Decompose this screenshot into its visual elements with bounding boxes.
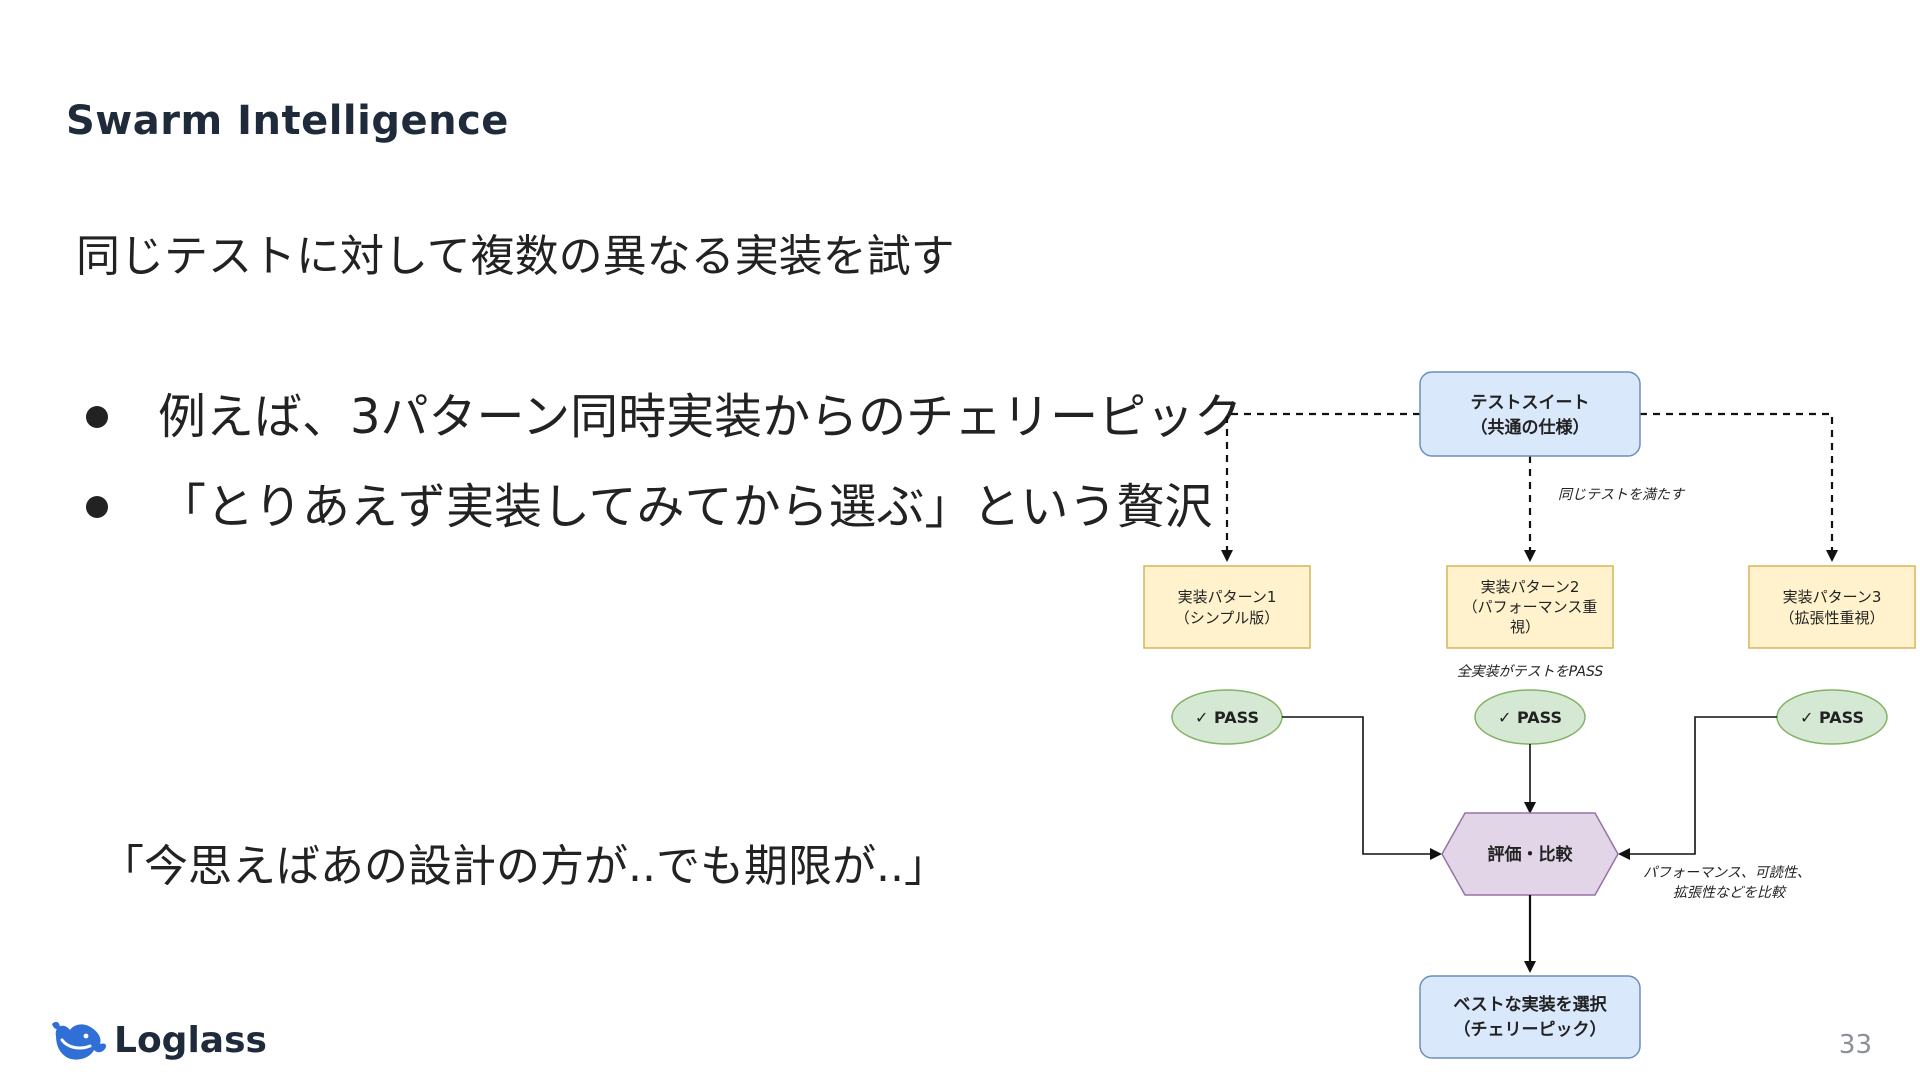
pass-badge-3: ✓ PASS (1776, 689, 1888, 745)
impl-box (1446, 565, 1614, 649)
bullet-item: 例えば、3パターン同時実装からのチェリーピック (84, 372, 1242, 462)
bullet-dot-icon (86, 406, 108, 428)
arrow-pass1-to-evaluate (1282, 716, 1442, 860)
test-suite-label-line2: （共通の仕様） (1471, 417, 1590, 438)
logo-text: Loglass (114, 1019, 267, 1061)
evaluate-hexagon (1441, 812, 1619, 896)
note-compare-line2: 拡張性などを比較 (1673, 885, 1787, 901)
evaluate-label: 評価・比較 (1488, 844, 1574, 865)
loglass-logo: Loglass (50, 1016, 267, 1064)
pass-badge-1: ✓ PASS (1171, 689, 1283, 745)
impl-label-line2: （パフォーマンス重 (1463, 598, 1598, 616)
whale-logo-icon (52, 1021, 107, 1060)
slide-subtitle: 同じテストに対して複数の異なる実装を試す (76, 231, 955, 282)
slide-title: Swarm Intelligence (66, 98, 509, 144)
dashed-arrow-to-impl3 (1640, 412, 1838, 562)
note-same-tests: 同じテストを満たす (1558, 487, 1686, 503)
impl-label-line1: 実装パターン2 (1481, 578, 1580, 596)
note-compare-line1: パフォーマンス、可読性、 (1643, 865, 1811, 881)
impl-node-2: 実装パターン2 （パフォーマンス重 視） (1446, 565, 1614, 649)
note-all-pass: 全実装がテストをPASS (1457, 664, 1604, 680)
pass-badge-2: ✓ PASS (1474, 689, 1586, 745)
bullet-item: 「とりあえず実装してみてから選ぶ」という贅沢 (84, 462, 1242, 552)
bullet-text: 例えば、3パターン同時実装からのチェリーピック (158, 389, 1243, 445)
impl-box (1143, 565, 1311, 649)
test-suite-box (1419, 371, 1641, 457)
bullet-list: 例えば、3パターン同時実装からのチェリーピック 「とりあえず実装してみてから選ぶ… (84, 372, 1242, 552)
impl-box (1748, 565, 1916, 649)
impl-label-line1: 実装パターン3 (1783, 588, 1882, 606)
pass-label: ✓ PASS (1498, 708, 1562, 727)
evaluate-node: 評価・比較 (1441, 812, 1619, 896)
impl-label-line3: 視） (1510, 618, 1540, 636)
arrow-pass3-to-evaluate (1618, 716, 1777, 860)
page-number: 33 (1838, 1030, 1872, 1060)
pass-label: ✓ PASS (1800, 708, 1864, 727)
flow-diagram: テストスイート （共通の仕様） 同じテストを満たす 実装パターン1 （シンプル版… (1143, 371, 1916, 1059)
quote-text: 「今思えばあの設計の方が..でも期限が..」 (100, 841, 948, 892)
test-suite-node: テストスイート （共通の仕様） (1419, 371, 1641, 457)
impl-label-line2: （シンプル版） (1175, 609, 1280, 627)
impl-node-3: 実装パターン3 （拡張性重視） (1748, 565, 1916, 649)
best-label-line2: （チェリーピック） (1454, 1019, 1607, 1040)
pass-label: ✓ PASS (1195, 708, 1259, 727)
dashed-arrow-to-impl1 (1221, 412, 1420, 562)
impl-label-line1: 実装パターン1 (1178, 588, 1277, 606)
best-node: ベストな実装を選択 （チェリーピック） (1419, 975, 1641, 1059)
bullet-text: 「とりあえず実装してみてから選ぶ」という贅沢 (158, 479, 1213, 535)
best-box (1419, 975, 1641, 1059)
test-suite-label-line1: テストスイート (1471, 393, 1590, 413)
best-label-line1: ベストな実装を選択 (1453, 994, 1607, 1015)
impl-label-line2: （拡張性重視） (1779, 609, 1884, 627)
bullet-dot-icon (86, 496, 108, 518)
impl-node-1: 実装パターン1 （シンプル版） (1143, 565, 1311, 649)
